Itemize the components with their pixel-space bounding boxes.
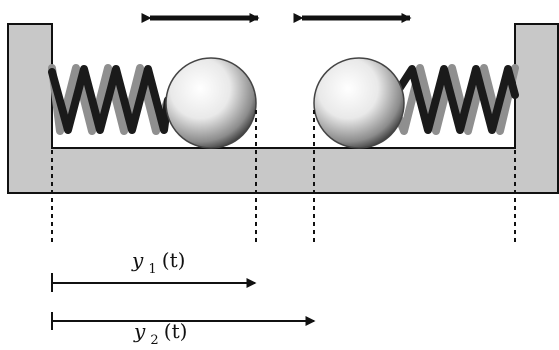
y2-label: y 2 (t): [133, 319, 187, 348]
y1-label-argument: (t): [162, 248, 186, 272]
y1-label: y 1 (t): [131, 248, 185, 277]
right-ball: [313, 57, 405, 149]
right-spring-front-coil: [388, 65, 519, 134]
y1-label-main: y: [131, 248, 144, 272]
y2-label-subscript: 2: [150, 333, 158, 348]
left-spring: [48, 64, 172, 135]
y2-label-argument: (t): [164, 319, 188, 343]
right-spring: [388, 64, 519, 135]
y1-label-subscript: 1: [148, 262, 156, 277]
y2-label-main: y: [133, 319, 146, 343]
y2-measurement: y 2 (t): [51, 312, 316, 348]
y1-measurement: y 1 (t): [51, 248, 257, 292]
left-spring-front-coil: [48, 65, 172, 134]
left-ball: [165, 57, 257, 149]
